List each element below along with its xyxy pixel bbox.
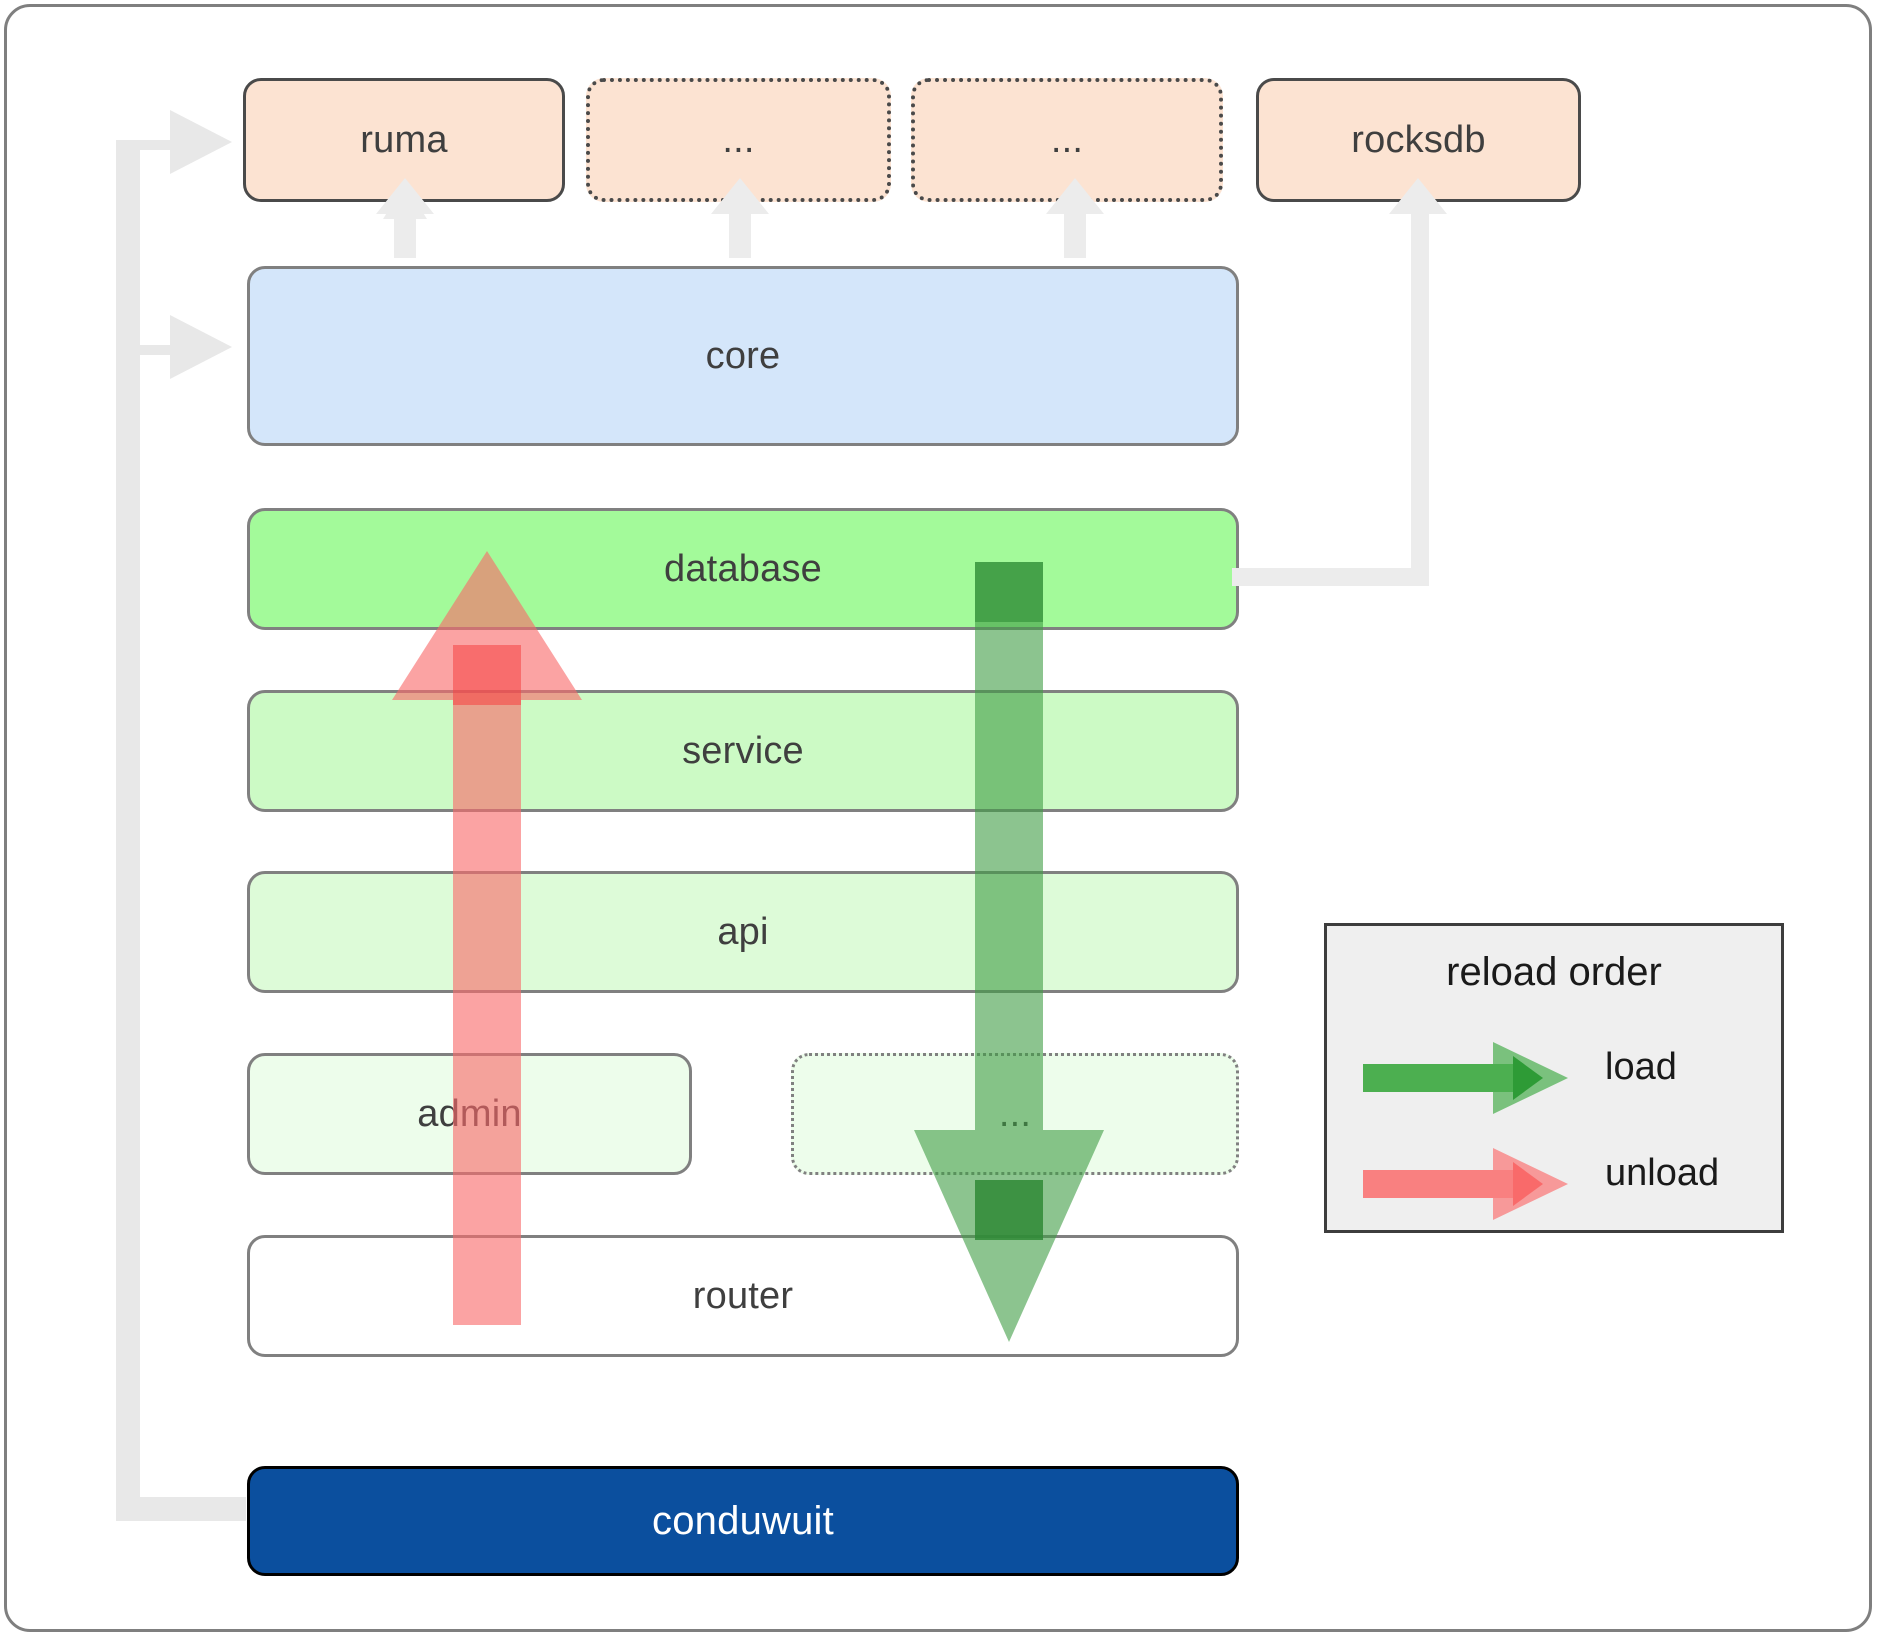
layer-box-admin[interactable]: admin (247, 1053, 692, 1175)
layer-box-service[interactable]: service (247, 690, 1239, 812)
layer-label: router (692, 1274, 794, 1317)
dependency-label: ... (722, 118, 755, 161)
layer-label: ... (998, 1092, 1032, 1135)
layer-box-router[interactable]: router (247, 1235, 1239, 1357)
dependency-label: ruma (360, 118, 448, 161)
dependency-label: rocksdb (1351, 118, 1486, 161)
dependency-label: ... (1050, 118, 1084, 161)
binary-box-conduwuit[interactable]: conduwuit (247, 1466, 1239, 1576)
legend-panel: reload order load unload (1324, 923, 1784, 1233)
legend-title: reload order (1446, 950, 1662, 994)
dependency-box-other-2[interactable]: ... (911, 78, 1223, 202)
load-arrow-icon (1363, 1042, 1568, 1114)
layer-box-other[interactable]: ... (791, 1053, 1239, 1175)
connector-conduwuit-to-ruma (116, 110, 246, 1521)
connector-branch-to-core (140, 315, 232, 379)
core-label: core (705, 334, 781, 377)
legend-label-unload: unload (1605, 1152, 1720, 1194)
unload-arrow-icon (1363, 1148, 1568, 1220)
layer-label: admin (417, 1092, 522, 1135)
layer-box-database[interactable]: database (247, 508, 1239, 630)
connector-database-to-rocksdb (1232, 178, 1447, 586)
dependency-box-other-1[interactable]: ... (586, 78, 891, 202)
legend-row-unload: unload (1327, 1144, 1781, 1224)
layer-label: database (664, 547, 822, 590)
legend-row-load: load (1327, 1038, 1781, 1118)
layer-box-api[interactable]: api (247, 871, 1239, 993)
binary-label: conduwuit (652, 1498, 834, 1543)
core-box[interactable]: core (247, 266, 1239, 446)
legend-label-load: load (1605, 1046, 1677, 1088)
dependency-box-rocksdb[interactable]: rocksdb (1256, 78, 1581, 202)
dependency-box-ruma[interactable]: ruma (243, 78, 565, 202)
layer-label: service (682, 729, 804, 772)
layer-label: api (717, 910, 769, 953)
